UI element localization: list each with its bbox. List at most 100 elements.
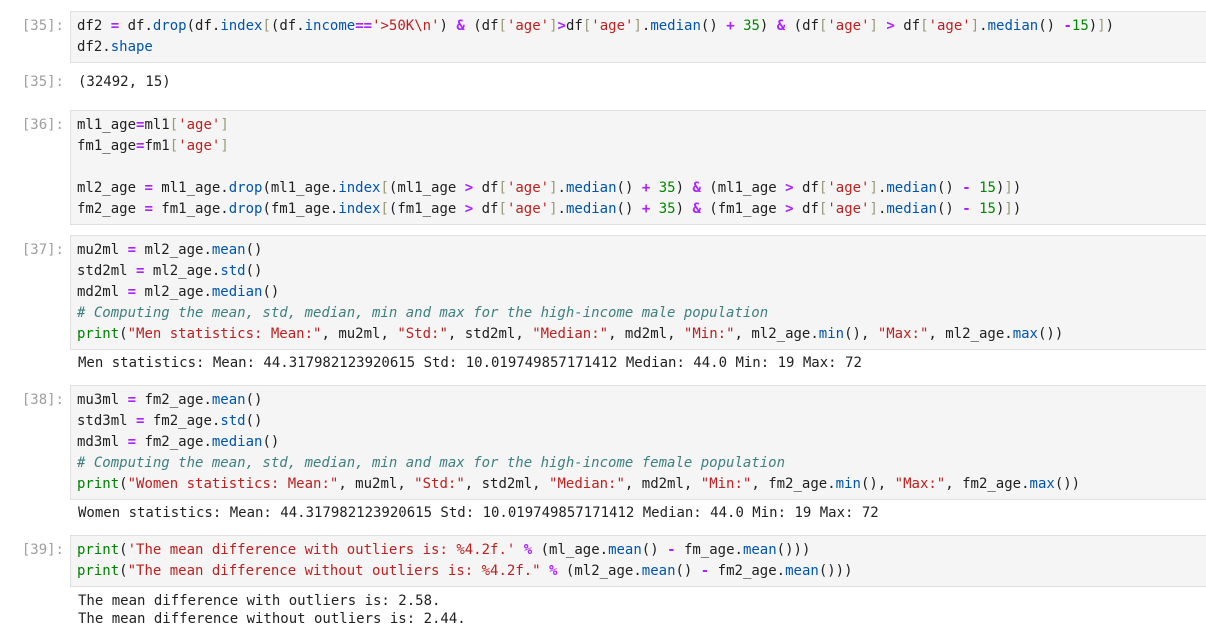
code-token: [ — [582, 18, 592, 34]
code-token: # Computing the mean, std, median, min a… — [77, 305, 769, 321]
code-line: print("The mean difference without outli… — [77, 561, 1200, 582]
code-token: ] — [220, 117, 229, 133]
code-cell-input[interactable]: ml1_age=ml1['age']fm1_age=fm1['age']ml2_… — [70, 110, 1206, 225]
code-token: = — [136, 413, 145, 429]
code-token: , std2ml, — [464, 476, 550, 492]
code-token: () — [245, 242, 263, 258]
code-line: std3ml = fm2_age.std() — [77, 411, 1200, 432]
code-token: drop — [228, 180, 263, 196]
code-token: (ml_age. — [532, 542, 609, 558]
code-token: median — [211, 434, 263, 450]
code-token: min — [835, 476, 861, 492]
code-token: [ — [169, 117, 179, 133]
code-token: [ — [380, 180, 389, 196]
code-token: df. — [119, 18, 153, 34]
code-token: = — [127, 434, 137, 450]
code-token: = — [136, 117, 145, 133]
code-token: ml2_age. — [136, 242, 212, 258]
code-token: ) — [439, 18, 457, 34]
code-token: ml2_age. — [144, 263, 221, 279]
cell-output: Women statistics: Mean: 44.3179821239206… — [78, 504, 1206, 522]
code-token: , mu2ml, — [338, 476, 415, 492]
code-token: , ml2_age. — [734, 326, 819, 342]
code-token: fm_age. — [675, 542, 743, 558]
code-token: = — [127, 284, 137, 300]
code-token: std3ml — [77, 413, 137, 429]
code-token — [650, 201, 658, 217]
code-token: ) — [995, 201, 1005, 217]
code-token: fm1_age. — [152, 201, 229, 217]
code-line: df2.shape — [77, 37, 1200, 58]
code-token — [971, 201, 979, 217]
code-token: fm2_age. — [136, 392, 212, 408]
output-line: (32492, 15) — [78, 74, 171, 90]
code-token: ())) — [818, 563, 853, 579]
code-token: print — [77, 476, 120, 492]
code-token: df — [793, 180, 819, 196]
code-line: fm1_age=fm1['age'] — [77, 136, 1200, 157]
code-token: . — [877, 180, 887, 196]
code-token: median — [565, 201, 617, 217]
code-token: print — [77, 563, 120, 579]
code-token: (df. — [270, 18, 305, 34]
code-token: df — [793, 201, 819, 217]
code-token: [ — [262, 18, 271, 34]
code-token: print — [77, 542, 120, 558]
code-token: (df — [464, 18, 499, 34]
code-cell-input[interactable]: mu2ml = ml2_age.mean()std2ml = ml2_age.s… — [70, 235, 1206, 350]
code-token: [ — [818, 201, 828, 217]
code-token: % — [523, 542, 533, 558]
code-token: std2ml — [77, 263, 137, 279]
code-token: (ml1_age — [700, 180, 786, 196]
code-token: std — [220, 263, 246, 279]
code-token: = — [144, 180, 153, 196]
code-token: ] — [549, 180, 558, 196]
code-token: & — [776, 18, 786, 34]
code-token: ) — [995, 180, 1005, 196]
code-token: ] — [549, 201, 558, 217]
code-token: ml2_age. — [136, 284, 212, 300]
code-token: == — [355, 18, 373, 34]
code-token: index — [338, 201, 381, 217]
code-token: & — [692, 201, 701, 217]
code-token: > — [557, 18, 566, 34]
code-cell-input[interactable]: df2 = df.drop(df.index[(df.income=='>50K… — [70, 11, 1206, 63]
code-token: = — [127, 242, 137, 258]
code-token: fm2_age. — [136, 434, 212, 450]
code-token: . — [979, 18, 988, 34]
code-token: [ — [498, 18, 507, 34]
code-token: (fm1_age. — [262, 201, 339, 217]
code-cell-input[interactable]: mu3ml = fm2_age.mean()std3ml = fm2_age.s… — [70, 385, 1206, 500]
code-token: mean — [608, 542, 642, 558]
code-token: [ — [380, 201, 389, 217]
code-token: 15 — [1071, 18, 1089, 34]
output-line: Women statistics: Mean: 44.3179821239206… — [78, 505, 879, 521]
code-token: ) — [1012, 201, 1022, 217]
code-line: print("Men statistics: Mean:", mu2ml, "S… — [77, 324, 1200, 345]
code-token: , fm2_age. — [751, 476, 836, 492]
output-line: The mean difference without outliers is:… — [78, 611, 466, 627]
code-token: () — [245, 413, 263, 429]
code-cell-input[interactable]: print('The mean difference with outliers… — [70, 535, 1206, 587]
code-token: mean — [211, 392, 246, 408]
code-token: ] — [549, 18, 558, 34]
code-token: 'age' — [178, 117, 221, 133]
code-token: "Median:" — [549, 476, 625, 492]
code-token: + — [641, 201, 651, 217]
code-token: - — [962, 201, 971, 217]
code-token: print — [77, 326, 120, 342]
code-token: [ — [818, 18, 828, 34]
code-token: . — [877, 201, 887, 217]
code-token: df — [565, 18, 583, 34]
code-token: median — [886, 201, 937, 217]
input-prompt: [38]: — [21, 392, 64, 408]
code-token: df — [894, 18, 921, 34]
code-token: = — [144, 201, 153, 217]
code-token: ) — [675, 201, 693, 217]
code-token: [ — [169, 138, 179, 154]
code-token: () — [245, 392, 263, 408]
code-token: [ — [920, 18, 929, 34]
code-token: > — [464, 180, 474, 196]
code-token: = — [136, 263, 145, 279]
code-token — [971, 180, 979, 196]
